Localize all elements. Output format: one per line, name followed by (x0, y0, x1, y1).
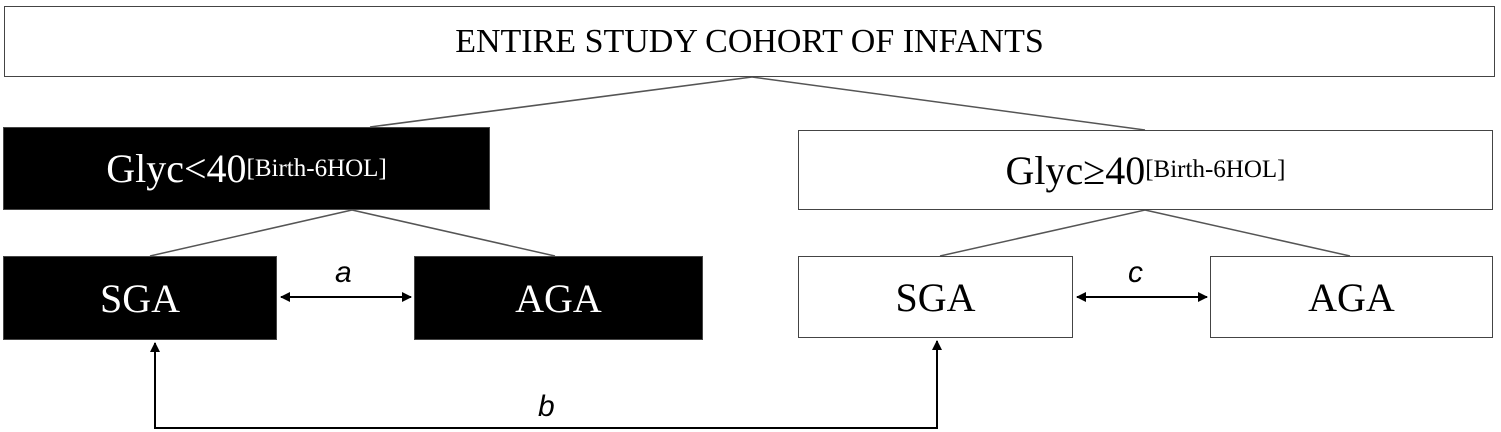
right-aga-label: AGA (1308, 274, 1395, 320)
glyc-low-label: Glyc<40 (106, 146, 247, 191)
left-sga-label: SGA (99, 275, 181, 321)
root-cohort-label: ENTIRE STUDY COHORT OF INFANTS (455, 22, 1044, 60)
tree-line-left-sga (149, 209, 353, 257)
comparison-label-c: c (1128, 256, 1143, 289)
comparison-label-a: a (335, 256, 352, 289)
glyc-low-box: Glyc<40[Birth-6HOL] (3, 127, 490, 210)
left-sga-box: SGA (3, 256, 277, 340)
left-aga-label: AGA (515, 275, 602, 321)
glyc-high-box: Glyc≥40[Birth-6HOL] (798, 130, 1493, 210)
glyc-high-label: Glyc≥40 (1005, 147, 1146, 193)
arrow-b (150, 340, 942, 429)
tree-line-right-sga (939, 209, 1146, 257)
tree-line-root-right (751, 76, 1146, 131)
glyc-high-superscript: [Birth-6HOL] (1145, 156, 1286, 183)
tree-line-left-aga (351, 209, 556, 257)
tree-line-root-left (369, 76, 753, 128)
comparison-label-b: b (538, 390, 555, 423)
right-sga-box: SGA (798, 256, 1073, 338)
root-cohort-box: ENTIRE STUDY COHORT OF INFANTS (4, 6, 1495, 77)
right-aga-box: AGA (1210, 256, 1493, 338)
right-sga-label: SGA (895, 274, 976, 320)
tree-line-right-aga (1144, 209, 1351, 257)
glyc-low-superscript: [Birth-6HOL] (246, 154, 387, 182)
left-aga-box: AGA (414, 256, 703, 340)
